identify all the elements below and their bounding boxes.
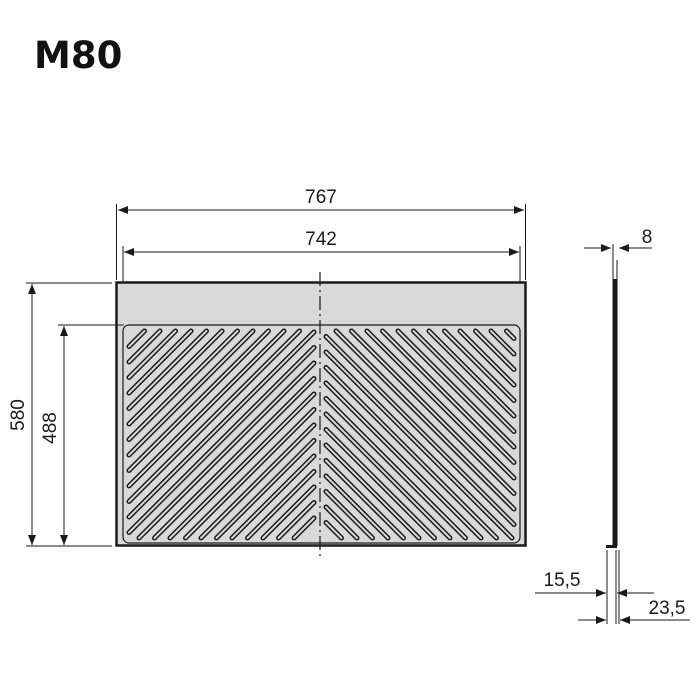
model-title: M80 [34, 34, 123, 77]
dimension-overall-depth: 580 [8, 282, 112, 547]
dimension-inner-depth: 488 [40, 324, 124, 545]
edge-offset-1-label: 15,5 [544, 570, 581, 591]
dimension-thickness: 8 [584, 227, 653, 252]
dimension-overall-width: 767 [116, 187, 526, 280]
groove-pattern-right [323, 328, 517, 541]
overall-width-label: 767 [305, 187, 337, 208]
mat-side-profile [606, 244, 618, 548]
inner-width-label: 742 [305, 229, 337, 250]
mat-top-view [115, 272, 527, 556]
groove-pattern-left [126, 328, 317, 541]
dimension-inner-width: 742 [122, 229, 521, 282]
dimension-edge-offsets: 15,5 23,5 [535, 550, 690, 624]
overall-depth-label: 580 [8, 399, 29, 431]
inner-depth-label: 488 [40, 412, 61, 444]
thickness-label: 8 [642, 227, 653, 248]
edge-offset-2-label: 23,5 [649, 598, 686, 619]
